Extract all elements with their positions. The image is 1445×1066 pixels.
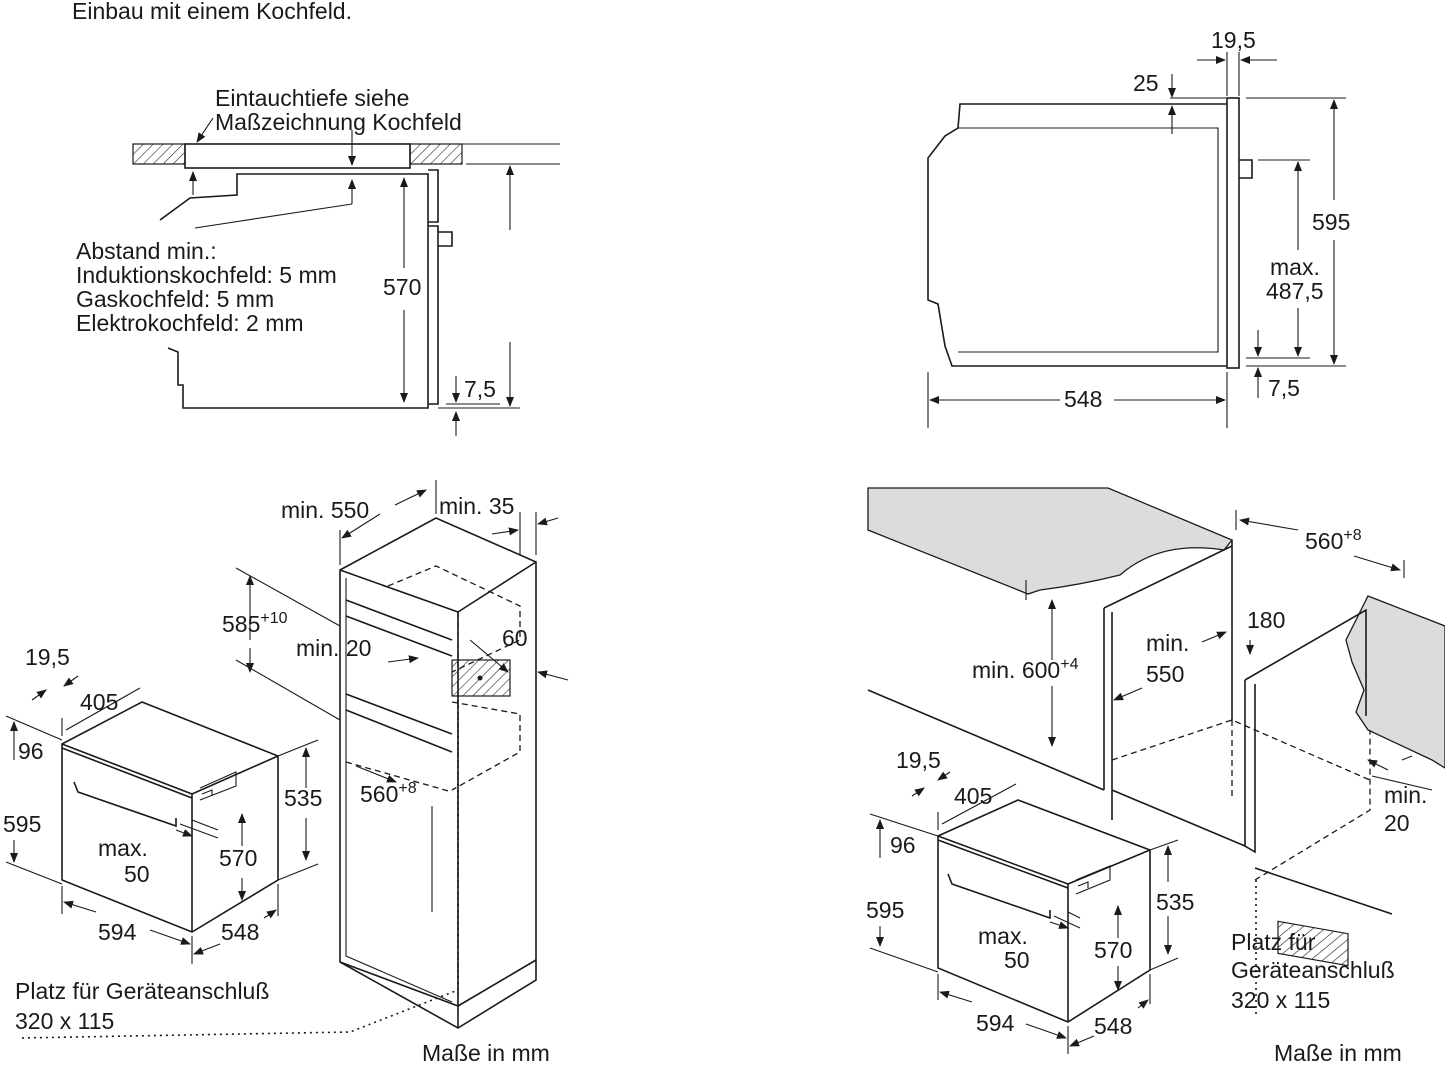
dim-7-5: 7,5 xyxy=(464,376,496,402)
gap-induction: Induktionskochfeld: 5 mm xyxy=(76,262,337,288)
dim-535-iso-l: 535 xyxy=(284,785,322,811)
units-label-left: Maße in mm xyxy=(422,1040,550,1066)
dim-180: 180 xyxy=(1247,607,1285,633)
dim-487-5: 487,5 xyxy=(1266,278,1324,304)
worktop-right xyxy=(409,143,463,165)
dim-19-5-iso-l: 19,5 xyxy=(25,644,70,670)
under-counter-installation: min. 600+4 min. 550 560+8 180 min. 20 Pl… xyxy=(867,487,1445,1066)
dim-594-iso-r: 594 xyxy=(976,1010,1015,1036)
connection-area-under xyxy=(1277,920,1349,967)
dim-min-label-under: min. xyxy=(1146,630,1189,656)
cooktop-body xyxy=(184,143,411,169)
note-line-1: Eintauchtiefe siehe xyxy=(215,85,409,111)
dim-570-iso-l: 570 xyxy=(219,845,257,871)
dim-60: 60 xyxy=(502,625,528,651)
dim-548-iso-l: 548 xyxy=(221,919,259,945)
dim-96-iso-r: 96 xyxy=(890,832,916,858)
dim-560-under: 560+8 xyxy=(1305,527,1362,554)
cooktop-side-section: 570 7,5 Eintauchtiefe siehe Maßzeichnung… xyxy=(76,85,560,436)
note-line-2: Maßzeichnung Kochfeld xyxy=(215,109,462,135)
gap-electric: Elektrokochfeld: 2 mm xyxy=(76,310,304,336)
max-label-iso-l: max. xyxy=(98,835,148,861)
countertop xyxy=(867,487,1234,595)
max-val-iso-l: 50 xyxy=(124,861,150,887)
dim-min-600-under: min. 600+4 xyxy=(972,656,1079,683)
connection-label-tall-2: 320 x 115 xyxy=(15,1008,114,1034)
dim-405-iso-l: 405 xyxy=(80,689,118,715)
dim-570: 570 xyxy=(383,274,421,300)
units-label-right: Maße in mm xyxy=(1274,1040,1402,1066)
dim-548-side: 548 xyxy=(1064,386,1102,412)
dim-min-35: min. 35 xyxy=(439,493,514,519)
oven-front-panel xyxy=(1226,97,1240,369)
dim-594-iso-l: 594 xyxy=(98,919,137,945)
max-val-iso-r: 50 xyxy=(1004,947,1030,973)
dim-595-iso-l: 595 xyxy=(3,811,41,837)
dim-7-5-side: 7,5 xyxy=(1268,375,1300,401)
dim-585: 585+10 xyxy=(222,610,288,637)
dim-548-iso-r: 548 xyxy=(1094,1013,1132,1039)
dim-19-5-side: 19,5 xyxy=(1211,27,1256,53)
dim-min-550-tall: min. 550 xyxy=(281,497,369,523)
connection-label-tall-1: Platz für Geräteanschluß xyxy=(15,978,269,1004)
dim-570-iso-r: 570 xyxy=(1094,937,1132,963)
connection-label-under-2: Geräteanschluß xyxy=(1231,957,1395,983)
dim-19-5-iso-r: 19,5 xyxy=(896,747,941,773)
gap-title: Abstand min.: xyxy=(76,238,217,264)
tall-unit-installation: 585+10 min. 20 60 min. 550 min. 35 560+8… xyxy=(15,480,569,1066)
dim-96-iso-l: 96 xyxy=(18,738,44,764)
connection-label-under-3: 320 x 115 xyxy=(1231,987,1330,1013)
dim-595-side: 595 xyxy=(1312,209,1350,235)
oven-iso-left: 19,5 405 96 595 570 max. 50 535 594 548 xyxy=(3,644,322,964)
dim-550-under: 550 xyxy=(1146,661,1184,687)
dim-405-iso-r: 405 xyxy=(954,783,992,809)
max-label-iso-r: max. xyxy=(978,923,1028,949)
dim-535-iso-r: 535 xyxy=(1156,889,1194,915)
dim-560-tall: 560+8 xyxy=(360,780,417,807)
worktop-left xyxy=(132,143,186,165)
dim-min-20-tall: min. 20 xyxy=(296,635,371,661)
dim-20-under: 20 xyxy=(1384,810,1410,836)
countertop-right xyxy=(1345,595,1445,769)
gap-gas: Gaskochfeld: 5 mm xyxy=(76,286,274,312)
oven-iso-right: 19,5 405 96 595 570 max. 50 535 594 548 xyxy=(866,747,1194,1054)
intro-text: Einbau mit einem Kochfeld. xyxy=(72,0,352,24)
oven-side-view: 19,5 25 595 max. 487,5 7,5 548 xyxy=(927,27,1350,428)
dim-25: 25 xyxy=(1133,70,1159,96)
dim-max-label: max. xyxy=(1270,254,1320,280)
connection-label-under-1: Platz für xyxy=(1231,929,1316,955)
dim-min-label-under-20: min. xyxy=(1384,782,1427,808)
dim-595-iso-r: 595 xyxy=(866,897,904,923)
